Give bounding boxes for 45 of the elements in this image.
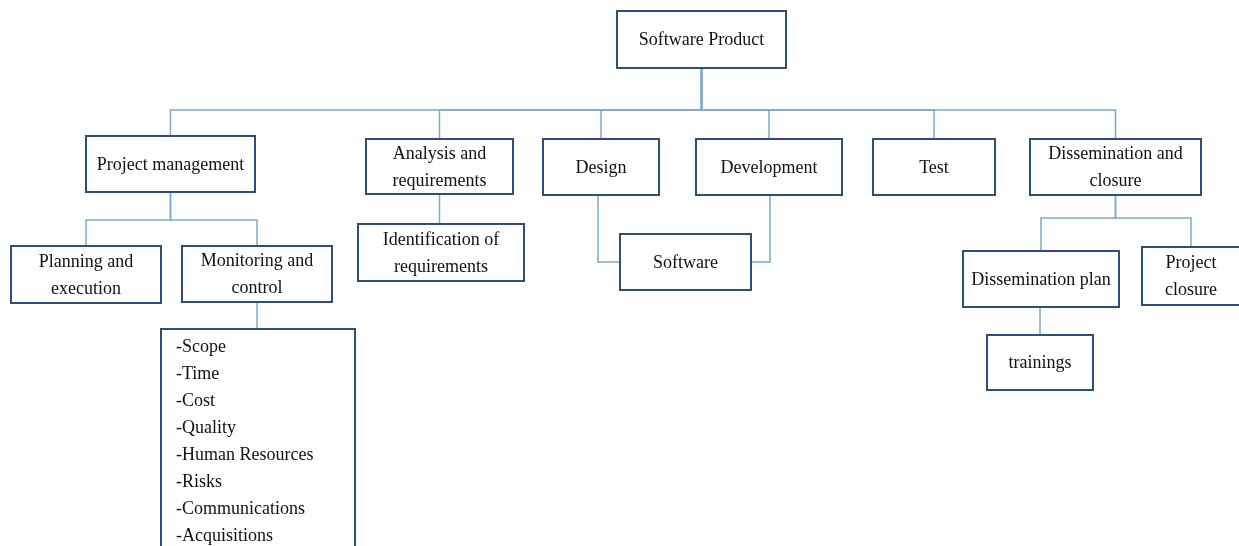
box-label: Dissemination plan: [971, 267, 1111, 291]
list-box: [160, 328, 356, 546]
list-item: -Communications: [176, 497, 305, 520]
box-label: Dissemination and closure: [1047, 142, 1184, 192]
box-label: trainings: [1008, 351, 1072, 374]
connector-line: [597, 195, 620, 263]
connector-line: [438, 194, 441, 224]
list-item: -Cost: [176, 389, 215, 412]
process-box: [872, 138, 996, 196]
process-box: [357, 223, 525, 282]
list-item: -Human Resources: [176, 443, 314, 466]
box-label: Monitoring and control: [199, 249, 315, 299]
box-label: Software Product: [638, 28, 765, 51]
process-box: [542, 138, 660, 196]
box-label: Project closure: [1164, 251, 1218, 301]
process-box: [695, 138, 843, 196]
box-label: Analysis and requirements: [391, 141, 488, 192]
box-label: Planning and execution: [37, 249, 135, 300]
connector-line: [256, 302, 258, 329]
list-item: -Quality: [176, 416, 236, 439]
process-box: [619, 233, 752, 291]
box-label: Identification of requirements: [381, 227, 501, 278]
connector-line: [700, 68, 1117, 139]
list-item: -Risks: [176, 470, 222, 493]
list-item: -Scope: [176, 335, 226, 358]
list-item: -Time: [176, 362, 220, 385]
connector-line: [1039, 307, 1041, 335]
process-box: [616, 10, 787, 69]
box-label: Test: [919, 155, 949, 179]
box-label: Design: [575, 155, 627, 179]
box-label: Software: [653, 250, 718, 274]
box-label: Project management: [96, 152, 245, 176]
process-box: [181, 245, 333, 303]
process-box: [986, 334, 1094, 391]
box-label: Development: [720, 155, 818, 179]
process-box: [962, 250, 1120, 308]
connector-line: [1114, 195, 1192, 247]
process-box: [1029, 138, 1202, 196]
process-box: [365, 138, 514, 195]
process-box: [85, 135, 256, 193]
connector-line: [169, 192, 258, 246]
connector-line: [751, 195, 771, 263]
list-item: -Acquisitions: [176, 524, 273, 546]
process-box: [1141, 246, 1239, 306]
process-box: [10, 245, 162, 304]
